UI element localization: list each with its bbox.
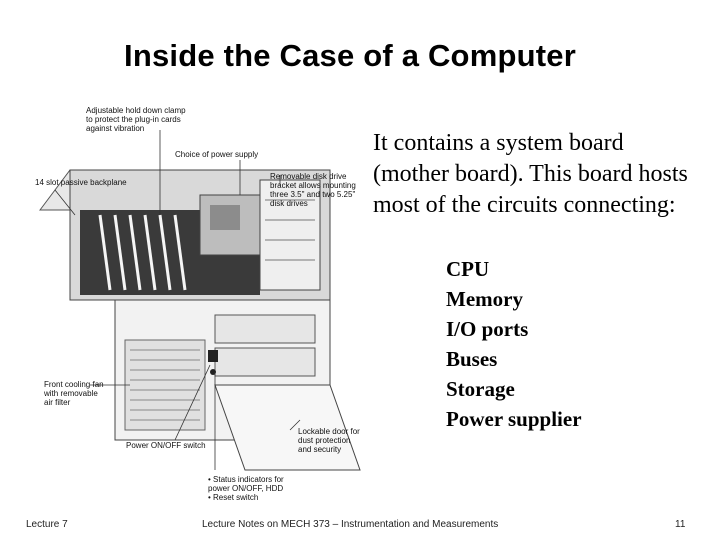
computer-case-figure: Adjustable hold down clamp to protect th…: [30, 100, 370, 510]
callout-hold-down-clamp: Adjustable hold down clamp to protect th…: [86, 106, 186, 133]
component-list: CPU Memory I/O ports Buses Storage Power…: [446, 254, 582, 434]
list-item: I/O ports: [446, 314, 582, 344]
callout-lockable-door: Lockable door for dust protection and se…: [298, 427, 360, 454]
intro-paragraph: It contains a system board (mother board…: [373, 128, 703, 221]
list-item: Memory: [446, 284, 582, 314]
callout-front-fan: Front cooling fan with removable air fil…: [44, 380, 104, 407]
list-item: CPU: [446, 254, 582, 284]
footer-page-number: 11: [675, 519, 685, 530]
callout-power-supply: Choice of power supply: [175, 150, 258, 159]
callout-power-switch: Power ON/OFF switch: [126, 441, 206, 450]
list-item: Power supplier: [446, 404, 582, 434]
footer-course-title: Lecture Notes on MECH 373 – Instrumentat…: [202, 519, 498, 530]
list-item: Storage: [446, 374, 582, 404]
callout-status-indicators: • Status indicators for power ON/OFF, HD…: [208, 475, 284, 502]
callout-disk-bracket: Removable disk drive bracket allows moun…: [270, 172, 356, 208]
slide-title: Inside the Case of a Computer: [0, 38, 700, 74]
footer-lecture-label: Lecture 7: [26, 519, 68, 530]
callout-backplane: 14 slot passive backplane: [35, 178, 127, 187]
list-item: Buses: [446, 344, 582, 374]
